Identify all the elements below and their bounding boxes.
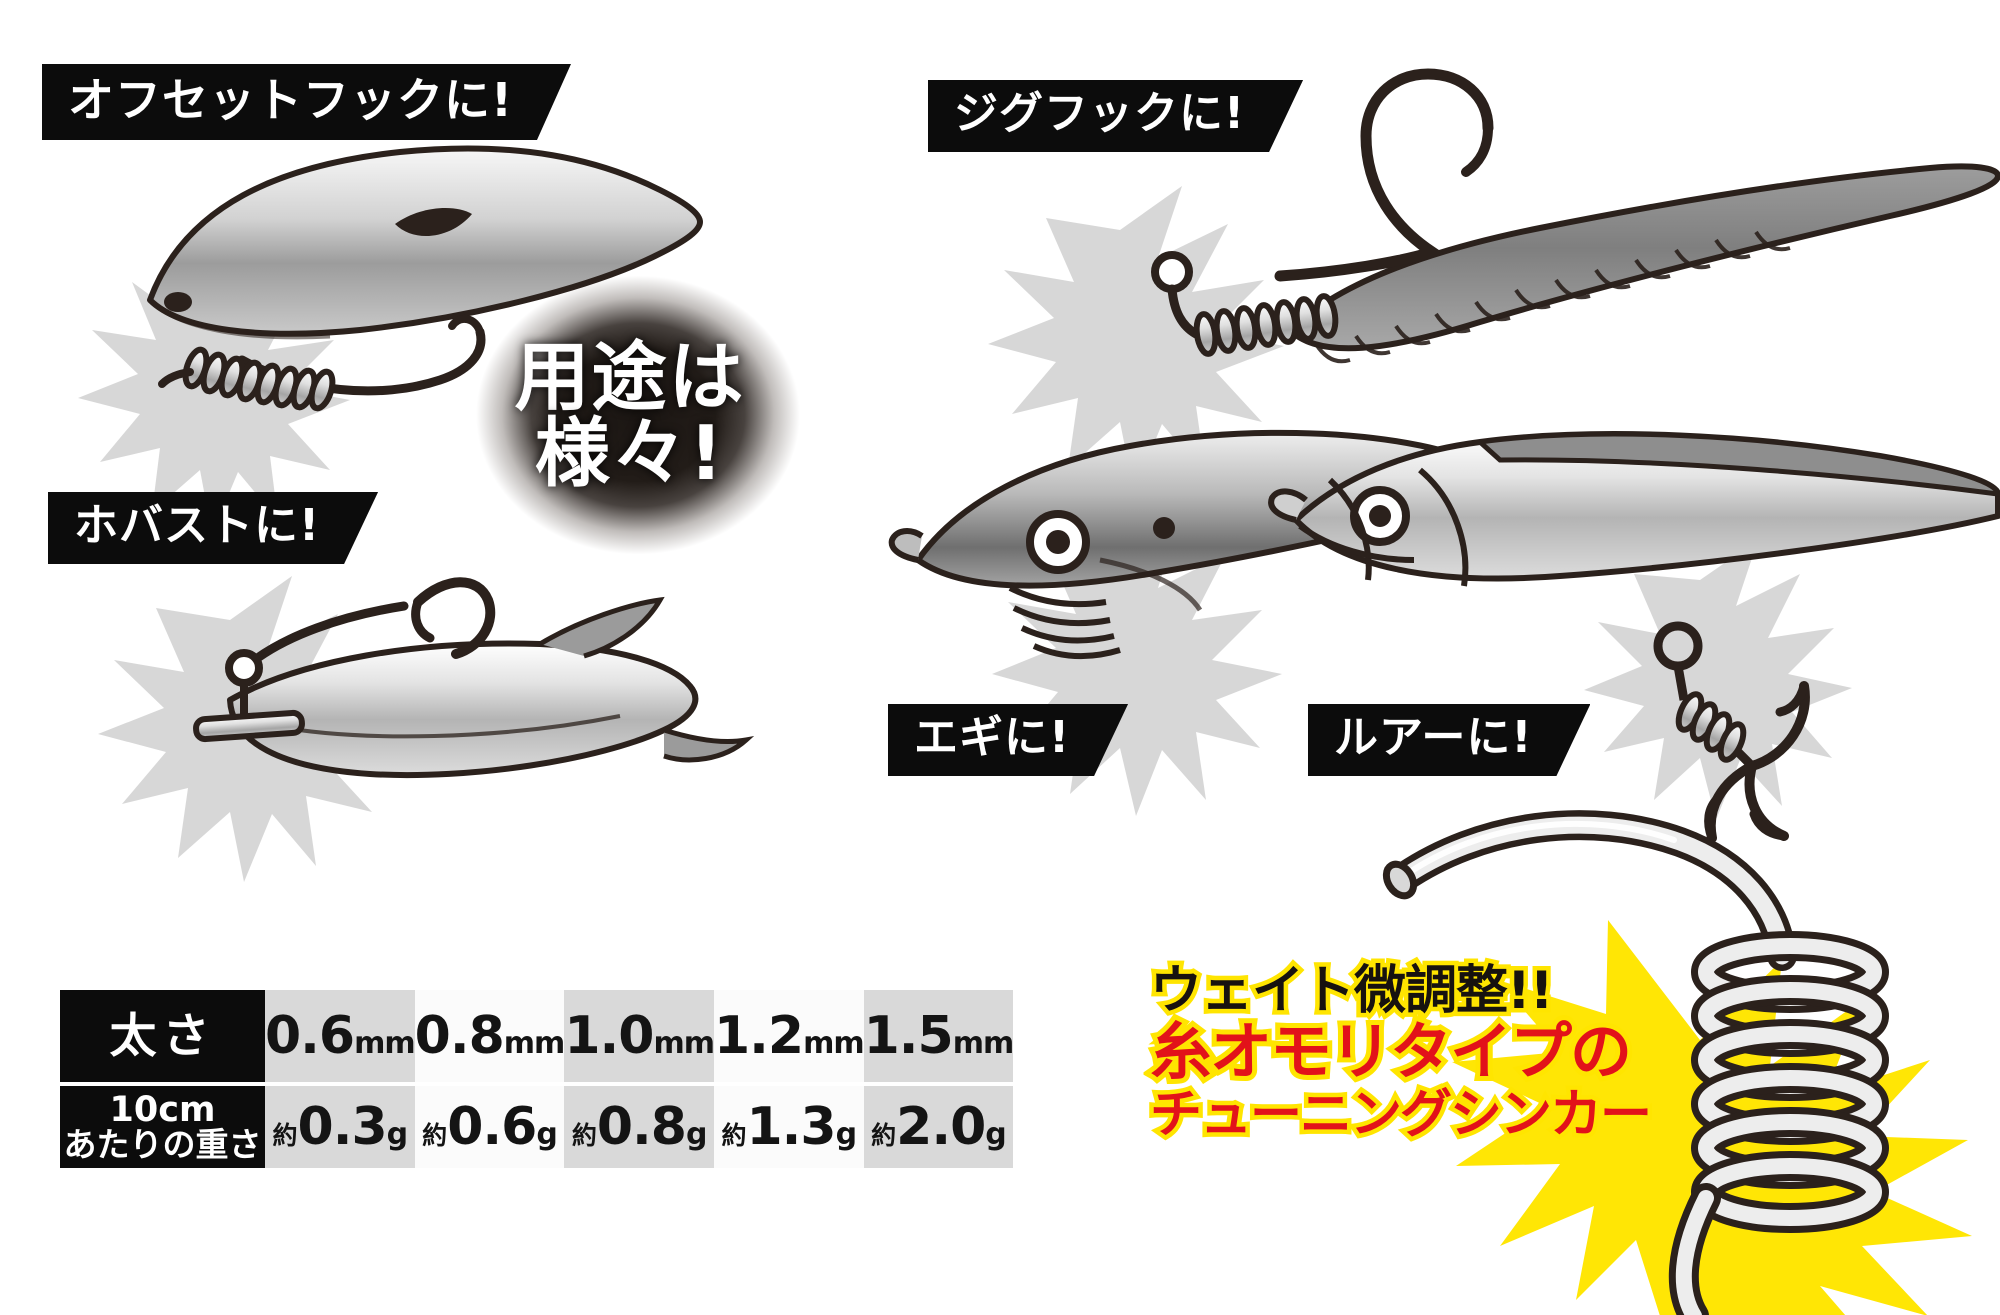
spec-thickness-value-3: 1.0 [564, 1006, 654, 1066]
use-label-offset-hook: オフセットフックに! [42, 64, 571, 140]
soft-lure-offset-hook [147, 145, 703, 412]
spec-cell-weight-4: 約1.3g [713, 1082, 864, 1168]
spec-table-row-thickness: 太さ 0.6mm 0.8mm 1.0mm 1.2mm 1.5mm [60, 990, 1015, 1084]
spec-cell-weight-5: 約2.0g [863, 1082, 1014, 1168]
spec-weight-unit-5: g [985, 1117, 1007, 1152]
spec-cell-weight-3: 約0.8g [564, 1082, 714, 1168]
spec-thickness-unit-2: mm [503, 1026, 566, 1061]
use-label-lure-text: ルアーに! [1334, 712, 1533, 763]
promo-line-1: ウェイト微調整!! [1145, 961, 1557, 1022]
use-label-jig-hook-text: ジグフックに! [954, 88, 1246, 139]
spec-row-header-weight-line2: あたりの重さ [63, 1125, 262, 1165]
spec-weight-approx-3: 約 [571, 1121, 597, 1150]
use-label-egi-text: エギに! [914, 712, 1071, 763]
spec-thickness-unit-4: mm [803, 1026, 865, 1061]
use-label-hovast-text: ホバストに! [74, 500, 321, 551]
spec-weight-unit-2: g [536, 1117, 558, 1152]
use-label-hovast: ホバストに! [48, 492, 378, 564]
spec-cell-thickness-3: 1.0mm [564, 990, 715, 1084]
worm-jig-hook [1151, 68, 2000, 364]
use-label-egi: エギに! [888, 704, 1128, 776]
promo-text-block: ウェイト微調整!! 糸オモリタイプの チューニングシンカー [1145, 961, 1657, 1146]
spec-weight-value-5: 2.0 [896, 1097, 986, 1157]
hard-lure [1268, 431, 2000, 843]
spec-weight-value-1: 0.3 [297, 1097, 388, 1157]
spec-thickness-value-2: 0.8 [414, 1006, 505, 1066]
egi-squid-jig [888, 429, 1501, 660]
spec-weight-unit-4: g [835, 1117, 858, 1152]
spec-table: 太さ 0.6mm 0.8mm 1.0mm 1.2mm 1.5mm [60, 990, 1015, 1168]
spec-cell-thickness-1: 0.6mm [265, 990, 416, 1084]
starburst-lure [1584, 540, 1852, 820]
spec-cell-thickness-2: 0.8mm [414, 990, 566, 1084]
spec-weight-value-4: 1.3 [746, 1097, 837, 1157]
starburst-jig [988, 186, 1284, 492]
spec-row-header-thickness: 太さ [60, 990, 265, 1084]
spec-thickness-value-4: 1.2 [713, 1006, 804, 1066]
spec-thickness-unit-3: mm [653, 1026, 715, 1061]
promo-line-2: 糸オモリタイプの [1145, 1015, 1637, 1088]
hovast-rig [193, 577, 755, 779]
use-label-offset-hook-text: オフセットフックに! [68, 73, 513, 127]
spec-weight-approx-5: 約 [871, 1121, 897, 1150]
spec-row-header-weight: 10cm あたりの重さ [60, 1082, 265, 1168]
spec-thickness-unit-1: mm [354, 1026, 416, 1061]
spec-cell-weight-1: 約0.3g [265, 1082, 415, 1168]
spec-cell-thickness-4: 1.2mm [713, 990, 865, 1084]
spec-cell-weight-2: 約0.6g [414, 1082, 565, 1168]
spec-cell-thickness-5: 1.5mm [863, 990, 1015, 1084]
promo-line-3: チューニングシンカー [1145, 1085, 1656, 1146]
spec-table-row-weight: 10cm あたりの重さ 約0.3g 約0.6g 約0.8g 約1.3g 約2.0… [60, 1082, 1014, 1168]
starburst-egi [992, 518, 1282, 816]
spec-thickness-unit-5: mm [952, 1026, 1015, 1061]
spec-weight-unit-1: g [386, 1117, 409, 1152]
use-label-jig-hook: ジグフックに! [928, 80, 1303, 152]
spec-thickness-value-5: 1.5 [863, 1006, 954, 1066]
use-label-lure: ルアーに! [1308, 704, 1590, 776]
spec-weight-approx-2: 約 [422, 1121, 448, 1150]
spec-weight-value-3: 0.8 [596, 1097, 687, 1157]
spec-weight-approx-4: 約 [721, 1121, 747, 1150]
spec-weight-value-2: 0.6 [447, 1097, 537, 1157]
spec-weight-unit-3: g [685, 1117, 708, 1152]
spec-thickness-value-1: 0.6 [265, 1006, 355, 1066]
spec-weight-approx-1: 約 [272, 1121, 298, 1150]
spec-row-header-thickness-label: 太さ [109, 1008, 216, 1064]
coil-sinker [1382, 810, 1889, 1315]
spec-row-header-weight-line1: 10cm [109, 1089, 216, 1130]
